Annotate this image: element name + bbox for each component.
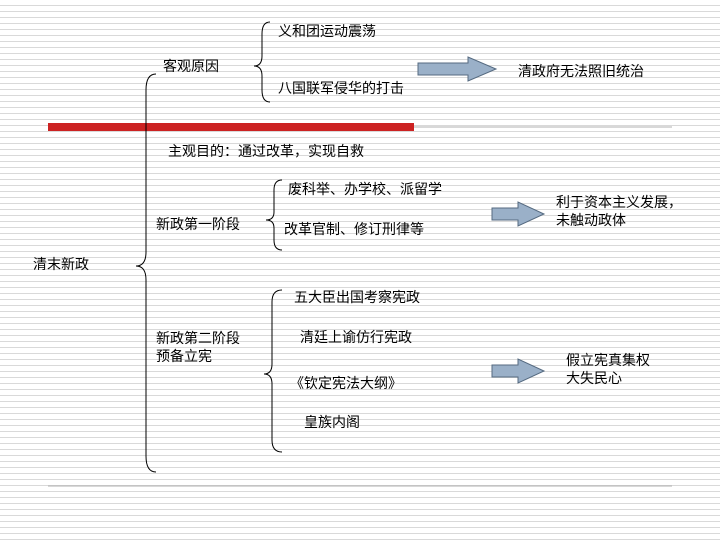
objective-bracket <box>253 21 271 103</box>
phase2-item-2: 清廷上谕仿行宪政 <box>300 330 412 346</box>
root-bracket <box>135 73 157 473</box>
phase1-item-1: 废科举、办学校、派留学 <box>288 182 442 198</box>
phase1-result-line-2: 未触动政体 <box>556 213 626 229</box>
phase2-item-1: 五大臣出国考察宪政 <box>294 290 420 306</box>
phase2-bracket <box>263 289 283 453</box>
root-label: 清末新政 <box>33 257 89 273</box>
phase2-label: 新政第二阶段 预备立宪 <box>156 330 240 366</box>
phase1-arrow <box>491 201 546 227</box>
phase1-label: 新政第一阶段 <box>156 217 240 233</box>
subjective-purpose: 主观目的：通过改革，实现自救 <box>168 144 364 160</box>
divider-red-bar <box>48 123 414 131</box>
phase2-result: 假立宪真集权 大失民心 <box>566 352 650 388</box>
phase2-result-line-1: 假立宪真集权 <box>566 353 650 369</box>
phase1-item-2: 改革官制、修订刑律等 <box>284 222 424 238</box>
phase1-bracket <box>265 179 283 251</box>
phase2-item-3: 《钦定宪法大纲》 <box>290 376 402 392</box>
phase1-result: 利于资本主义发展， 未触动政体 <box>556 194 682 230</box>
phase2-label-line-2: 预备立宪 <box>156 349 212 365</box>
objective-label: 客观原因 <box>163 59 219 75</box>
phase2-arrow <box>491 358 546 384</box>
objective-item-1: 义和团运动震荡 <box>278 24 376 40</box>
objective-result: 清政府无法照旧统治 <box>518 64 644 80</box>
phase2-result-line-2: 大失民心 <box>566 371 622 387</box>
objective-item-2: 八国联军侵华的打击 <box>278 81 404 97</box>
phase1-result-line-1: 利于资本主义发展， <box>556 195 682 211</box>
phase2-label-line-1: 新政第二阶段 <box>156 331 240 347</box>
phase2-item-4: 皇族内阁 <box>304 415 360 431</box>
objective-arrow <box>417 56 498 82</box>
